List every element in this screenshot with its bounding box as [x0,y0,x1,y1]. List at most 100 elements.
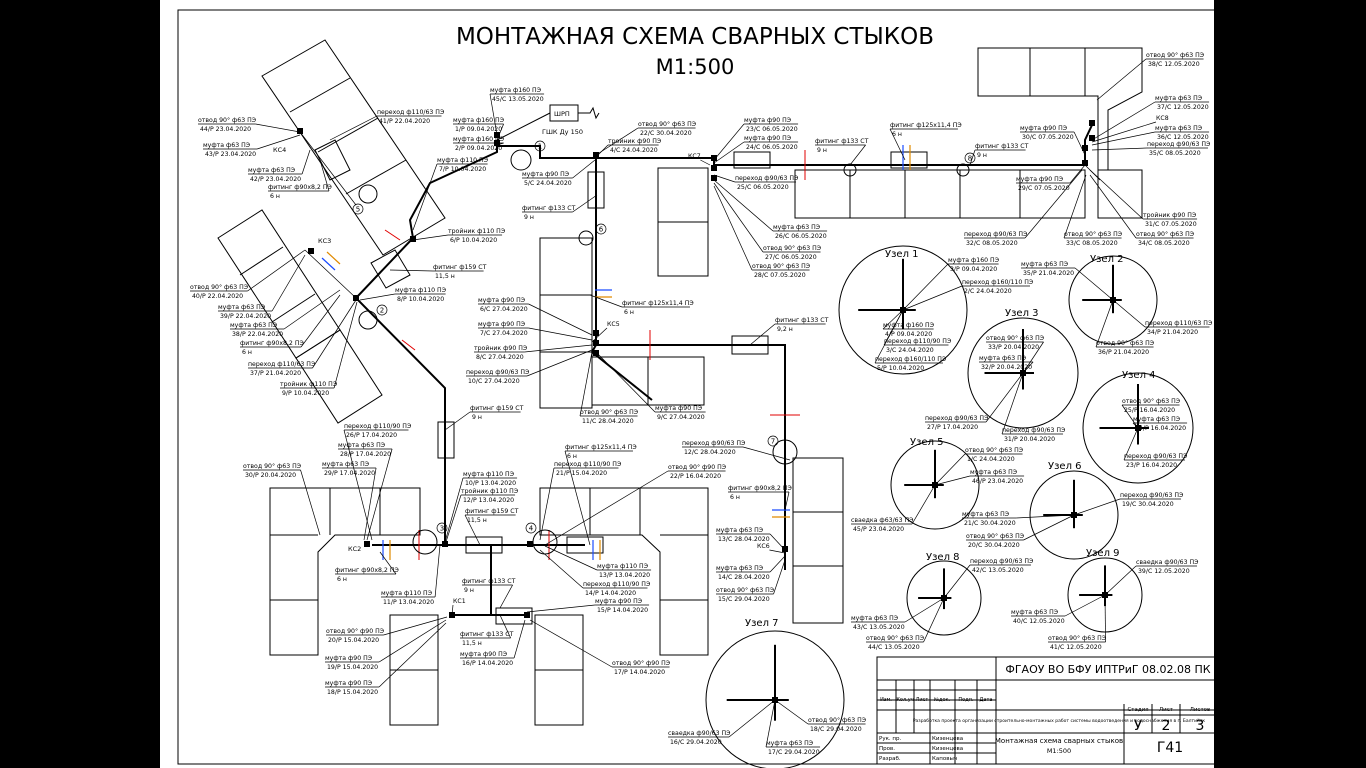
joint-callout-id: 42/Р 23.04.2020 [250,176,301,183]
callout-layer: отвод 90° ф63 ПЭ 44/Р 23.04.2020 муфта ф63… [190,51,1210,696]
joint-callout: КС8 [1091,115,1169,143]
joint-callout-name: муфта ф63 ПЭ [218,304,265,311]
joint-callout-id: 7/Р 10.04.2020 [439,166,486,173]
joint-callout-name: муфта ф110 ПЭ [597,563,648,570]
joint-callout-name: КС5 [607,321,620,328]
joint-callout-id: 10/Р 13.04.2020 [465,480,516,487]
node-callout-id: 27/Р 17.04.2020 [927,424,978,431]
joint-callout-id: 9 н [524,214,534,221]
joint-callout-id: 15/С 29.04.2020 [718,596,770,603]
joint-callout: фитинг ф133 СТ9 н [815,138,869,166]
node-callout-name: сваедка ф63/63 ПЭ [851,517,913,524]
joint-callout-id: 37/Р 21.04.2020 [250,370,301,377]
joint-callout-name: фитинг ф133 СТ [460,631,514,638]
joint-callout-id: 25/С 06.05.2020 [737,184,789,191]
joint-callout-name: муфта ф110 ПЭ [437,157,488,164]
joint-callout-name: тройник ф110 ПЭ [448,227,505,235]
node-callout-name: переход ф160/110 ПЭ [875,356,946,363]
node-callout-id: 1/С 24.04.2020 [967,456,1015,463]
joint-callout-id: 9/Р 10.04.2020 [282,390,329,397]
node-callout-id: 25/Р 16.04.2020 [1124,407,1175,414]
joint-callout-name: отвод 90° ф63 ПЭ [763,244,821,252]
joint-callout-name: муфта ф160 ПЭ [453,136,504,143]
node-callout-name: муфта ф63 ПЭ [851,615,898,622]
joint-callout-id: 44/Р 23.04.2020 [200,126,251,133]
joint-callout: отвод 90° ф63 ПЭ 15/С 29.04.2020 [716,559,786,603]
weld-joint-markers [297,120,1095,618]
joint-callout-id: 24/С 06.05.2020 [746,144,798,151]
node-callout-id: 41/С 12.05.2020 [1050,644,1102,651]
col-data: Дата [980,697,993,703]
col-izm: Изм. [880,697,892,703]
joint-callout-name: отвод 90° ф90 ПЭ [326,627,384,635]
joint-callout-id: 13/С 28.04.2020 [718,536,770,543]
joint-callout-name: фитинг ф133 СТ [522,205,576,212]
joint-callout-id: 9,2 н [777,326,793,333]
col-kol: Кол.уч [896,697,913,703]
joint-callout-name: КС1 [453,598,466,605]
weld-joint-diagram: МОНТАЖНАЯ СХЕМА СВАРНЫХ СТЫКОВ М1:500 [177,9,1214,768]
node-callout-name: отвод 90° ф63 ПЭ [966,532,1024,540]
joint-callout-id: 30/Р 20.04.2020 [245,472,296,479]
numbered-marker: 3 [436,522,448,534]
joint-callout: муфта ф110 ПЭ8/Р 10.04.2020 [359,287,446,303]
node-callout-id: 24/Р 16.04.2020 [1135,425,1186,432]
joint-callout-name: муфта ф90 ПЭ [595,598,642,605]
node-callout-id: 17/С 29.04.2020 [768,749,820,756]
joint-callout: фитинг ф125х11,4 ПЭ6 н [889,122,962,161]
joint-callout-name: отвод 90° ф63 ПЭ [638,120,696,128]
role-ruk: Рук. пр. [879,736,901,742]
node-callout-name: отвод 90° ф63 ПЭ [965,446,1023,454]
joint-callout-name: муфта ф90 ПЭ [478,321,525,328]
role-razrab: Разраб. [879,756,901,762]
joint-callout-id: 11,5 н [462,640,482,647]
name-ruk: Кизенцева [932,736,963,742]
joint-callout-id: 34/С 08.05.2020 [1138,240,1190,247]
joint-callout-name: фитинг ф90х8,2 ПЭ [268,184,332,191]
joint-callout-id: 26/С 06.05.2020 [775,233,827,240]
svg-text:8: 8 [968,155,972,163]
node-callout-name: отвод 90° ф63 ПЭ [1096,339,1154,347]
node-title: Узел 2 [1090,254,1124,265]
joint-callout-id: 11/Р 13.04.2020 [383,599,434,606]
svg-text:3: 3 [440,525,444,533]
joint-callout: муфта ф90 ПЭ5/С 24.04.2020 [522,159,596,187]
joint-callout-name: муфта ф110 ПЭ [395,287,446,294]
svg-text:7: 7 [771,438,775,446]
node-title: Узел 5 [910,437,944,448]
joint-callout-id: 10/С 27.04.2020 [468,378,520,385]
node-callout-id: 32/Р 20.04.2020 [981,364,1032,371]
joint-callout-name: отвод 90° ф63 ПЭ [716,586,774,594]
node-callout: переход ф160/110 ПЭ5/Р 10.04.2020 [874,309,946,372]
node-title: Узел 4 [1122,370,1156,381]
joint-callout-name: муфта ф160 ПЭ [490,87,541,94]
sheet-value: 2 [1162,718,1171,734]
joint-callout: фитинг ф133 СТ 11,5 н [460,614,514,647]
joint-callout-name: переход ф90/63 ПЭ [964,231,1027,238]
